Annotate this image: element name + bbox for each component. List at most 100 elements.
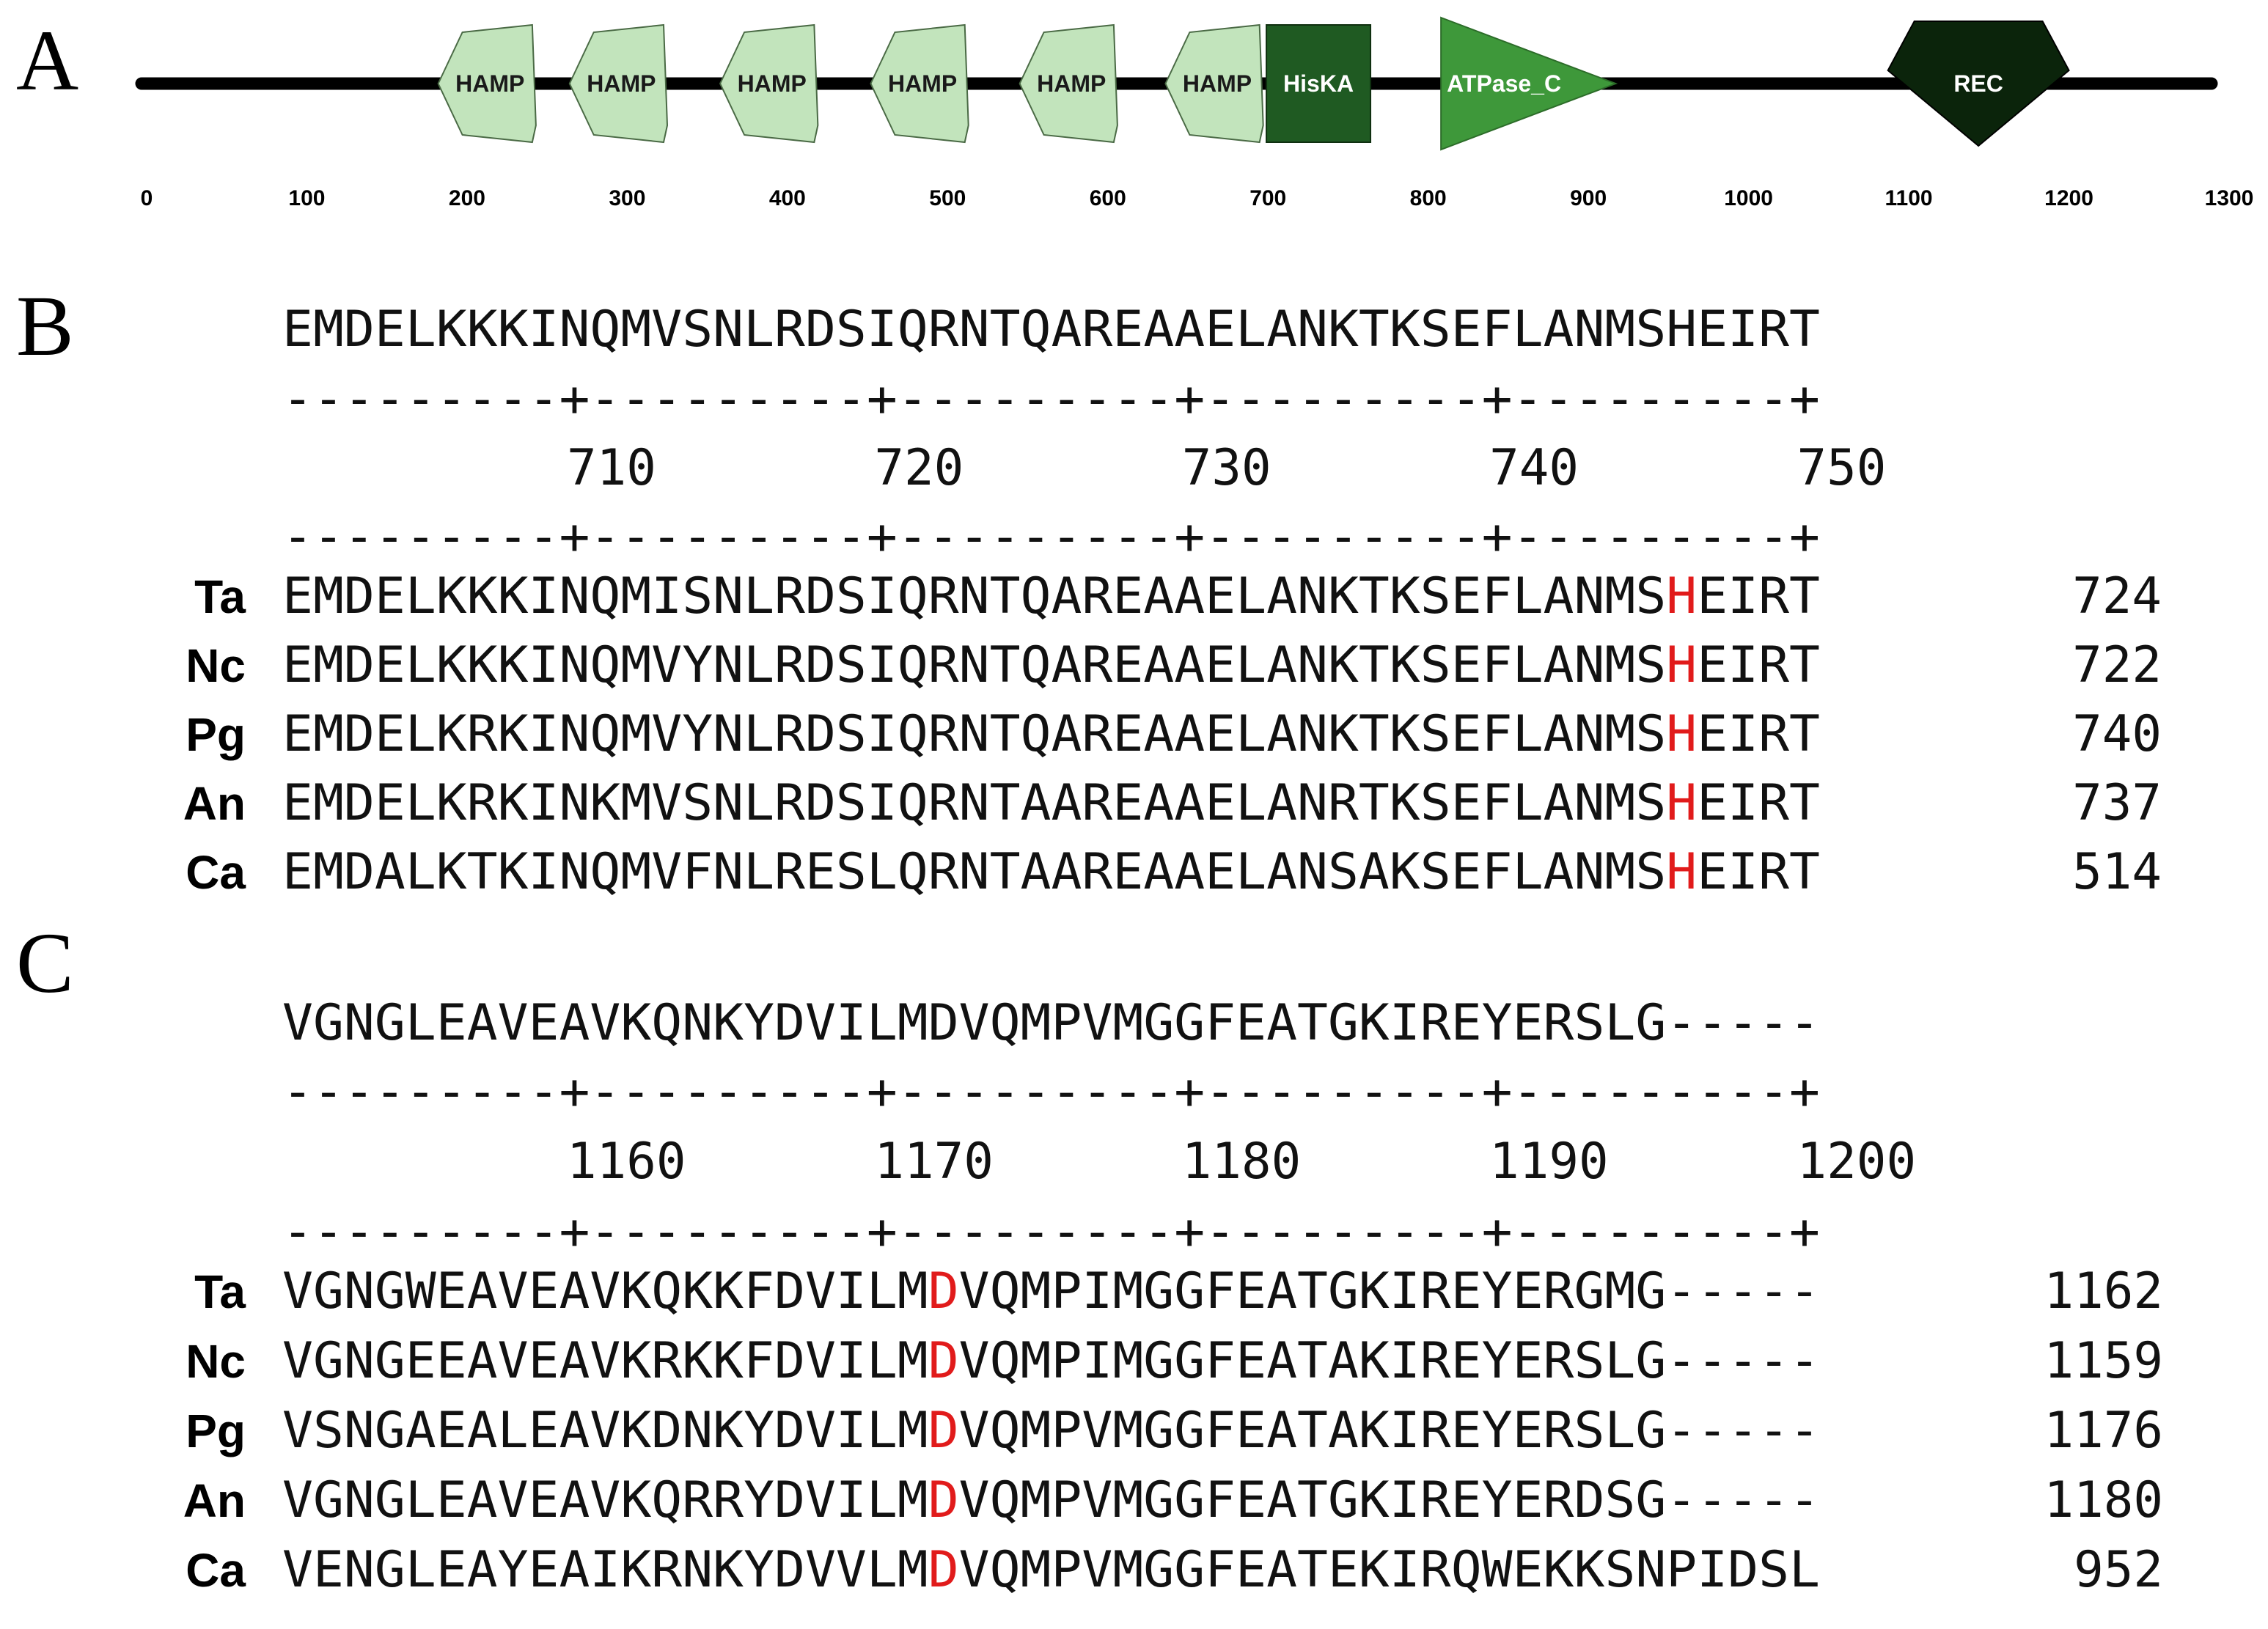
axis-tick-label: 800 xyxy=(1410,186,1447,210)
residue-end-number: 1180 xyxy=(2044,1471,2163,1529)
species-label: Ca xyxy=(186,1544,246,1597)
axis-tick-label: 1100 xyxy=(1885,186,1933,210)
domain-shape xyxy=(1164,23,1264,144)
axis-tick-label: 1300 xyxy=(2205,186,2254,210)
aligned-sequence: EMDELKKKINQMISNLRDSIQRNTQAREAAELANKTKSEF… xyxy=(282,567,1820,625)
domain-shape xyxy=(719,23,819,144)
axis-tick-label: 0 xyxy=(141,186,153,210)
position-labels: 1160 1170 1180 1190 1200 xyxy=(567,1132,1916,1190)
domain-hamp: HAMP xyxy=(719,23,819,144)
panel-a-letter: A xyxy=(16,12,78,109)
domain-label: ATPase_C xyxy=(1447,70,1561,97)
residue-end-number: 952 xyxy=(2074,1540,2163,1598)
domain-label: HAMP xyxy=(888,70,957,97)
position-label: 1180 xyxy=(1182,1132,1302,1190)
conserved-residue: D xyxy=(928,1262,959,1320)
alignment-row-pg: Pg EMDELKRKINQMVYNLRDSIQRNTQAREAAELANKTKS… xyxy=(186,705,2162,762)
domain-label: HAMP xyxy=(455,70,524,97)
domain-label: HAMP xyxy=(1037,70,1106,97)
species-label: Pg xyxy=(186,1405,246,1457)
domain-shape xyxy=(1266,24,1372,143)
residue-end-number: 514 xyxy=(2072,842,2162,900)
axis-tick-label: 1000 xyxy=(1724,186,1773,210)
axis-tick-label: 500 xyxy=(929,186,966,210)
domain-shape xyxy=(1887,21,2070,147)
domain-shape xyxy=(870,23,969,144)
domain-label: HAMP xyxy=(587,70,656,97)
conserved-residue: D xyxy=(928,1401,959,1459)
aligned-sequence: EMDELKRKINKMVSNLRDSIQRNTAAREAAELANRTKSEF… xyxy=(282,773,1820,831)
position-label: 740 xyxy=(1489,438,1579,496)
residue-end-number: 1162 xyxy=(2044,1262,2163,1320)
domain-atpase-c: ATPase_C xyxy=(1440,16,1618,151)
domain-shape xyxy=(568,23,669,144)
domain-shape xyxy=(1019,23,1118,144)
axis-tick-label: 1200 xyxy=(2044,186,2093,210)
residue-end-number: 724 xyxy=(2072,567,2162,625)
domain-hamp: HAMP xyxy=(1019,23,1118,144)
position-label: 710 xyxy=(567,438,656,496)
ruler-line-bottom: ---------+---------+---------+---------+… xyxy=(282,1202,1820,1260)
conserved-residue: D xyxy=(928,1540,959,1598)
aligned-sequence: EMDALKTKINQMVFNLRESLQRNTAAREAAELANSAKSEF… xyxy=(282,842,1820,900)
species-label: Ca xyxy=(186,846,246,899)
residue-end-number: 737 xyxy=(2072,773,2162,831)
alignment-row-ca: Ca EMDALKTKINQMVFNLRESLQRNTAAREAAELANSAKS… xyxy=(186,842,2162,900)
panel-b-alignment-hiska: B EMDELKKKINQMVSNLRDSIQRNTQAREAAELANKTKS… xyxy=(16,278,2162,900)
domain-hamp: HAMP xyxy=(870,23,969,144)
residue-end-number: 722 xyxy=(2072,636,2162,694)
axis-tick-label: 900 xyxy=(1570,186,1607,210)
position-label: 750 xyxy=(1797,438,1887,496)
residue-end-number: 740 xyxy=(2072,705,2162,762)
conserved-residue: H xyxy=(1666,773,1697,831)
conserved-residue: H xyxy=(1666,636,1697,694)
ruler-line-top: ---------+---------+---------+---------+… xyxy=(282,1062,1820,1120)
aligned-sequence: EMDELKKKINQMVYNLRDSIQRNTQAREAAELANKTKSEF… xyxy=(282,636,1820,694)
domain-label: REC xyxy=(1953,70,2003,97)
position-label: 1160 xyxy=(567,1132,686,1190)
species-label: Nc xyxy=(186,1335,246,1388)
aligned-sequence: EMDELKRKINQMVYNLRDSIQRNTQAREAAELANKTKSEF… xyxy=(282,705,1820,762)
domain-rec: REC xyxy=(1887,21,2070,147)
conserved-residue: H xyxy=(1666,842,1697,900)
reference-sequence: VGNGLEAVEAVKQNKYDVILMDVQMPVMGGFEATGKIREY… xyxy=(282,993,1820,1051)
axis-tick-label: 700 xyxy=(1249,186,1286,210)
domain-hamp: HAMP xyxy=(568,23,669,144)
domain-hamp: HAMP xyxy=(437,23,537,144)
species-label: Pg xyxy=(186,708,246,761)
position-label: 1170 xyxy=(874,1132,994,1190)
domain-hiska: HisKA xyxy=(1266,24,1372,143)
species-label: An xyxy=(183,1474,246,1527)
reference-sequence: EMDELKKKINQMVSNLRDSIQRNTQAREAAELANKTKSEF… xyxy=(282,300,1820,358)
position-label: 1190 xyxy=(1489,1132,1609,1190)
conserved-residue: D xyxy=(928,1471,959,1529)
residue-end-number: 1176 xyxy=(2044,1401,2163,1459)
domain-label: HAMP xyxy=(738,70,807,97)
ruler-line-top: ---------+---------+---------+---------+… xyxy=(282,369,1820,427)
species-label: Nc xyxy=(186,639,246,692)
position-label: 1200 xyxy=(1797,1132,1917,1190)
axis-tick-label: 300 xyxy=(609,186,645,210)
species-label: Ta xyxy=(194,1265,246,1318)
domain-label: HisKA xyxy=(1283,70,1354,97)
panel-c-letter: C xyxy=(16,915,74,1011)
axis-tick-label: 100 xyxy=(288,186,325,210)
position-label: 720 xyxy=(874,438,964,496)
residue-end-number: 1159 xyxy=(2044,1331,2163,1389)
axis-tick-label: 400 xyxy=(769,186,806,210)
